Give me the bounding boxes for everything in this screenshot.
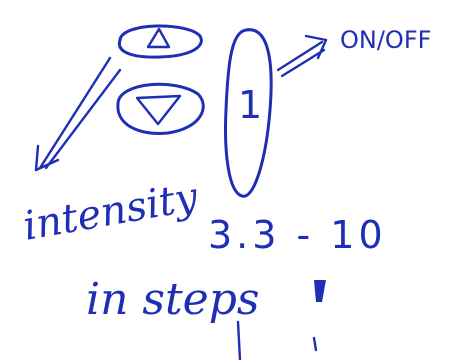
power-switch-outline — [224, 28, 273, 198]
increase-button[interactable] — [117, 24, 203, 59]
descender-stroke — [236, 320, 242, 360]
power-switch-label: 1 — [238, 83, 262, 127]
intensity-label: intensity — [20, 174, 203, 250]
on-off-arrow — [276, 34, 328, 78]
intensity-arrow — [34, 56, 122, 172]
power-switch[interactable]: 1 — [224, 28, 273, 198]
on-off-label: ON/OFF — [340, 26, 431, 54]
increase-button-outline — [117, 24, 203, 59]
steps-label: in steps — [86, 274, 259, 325]
triangle-down-icon — [135, 94, 182, 126]
decrease-button-outline — [116, 82, 205, 135]
range-label: 3.3 - 10 — [208, 213, 387, 257]
exclamation-mark — [312, 280, 326, 352]
decrease-button[interactable] — [116, 82, 205, 135]
triangle-up-icon — [146, 27, 171, 49]
